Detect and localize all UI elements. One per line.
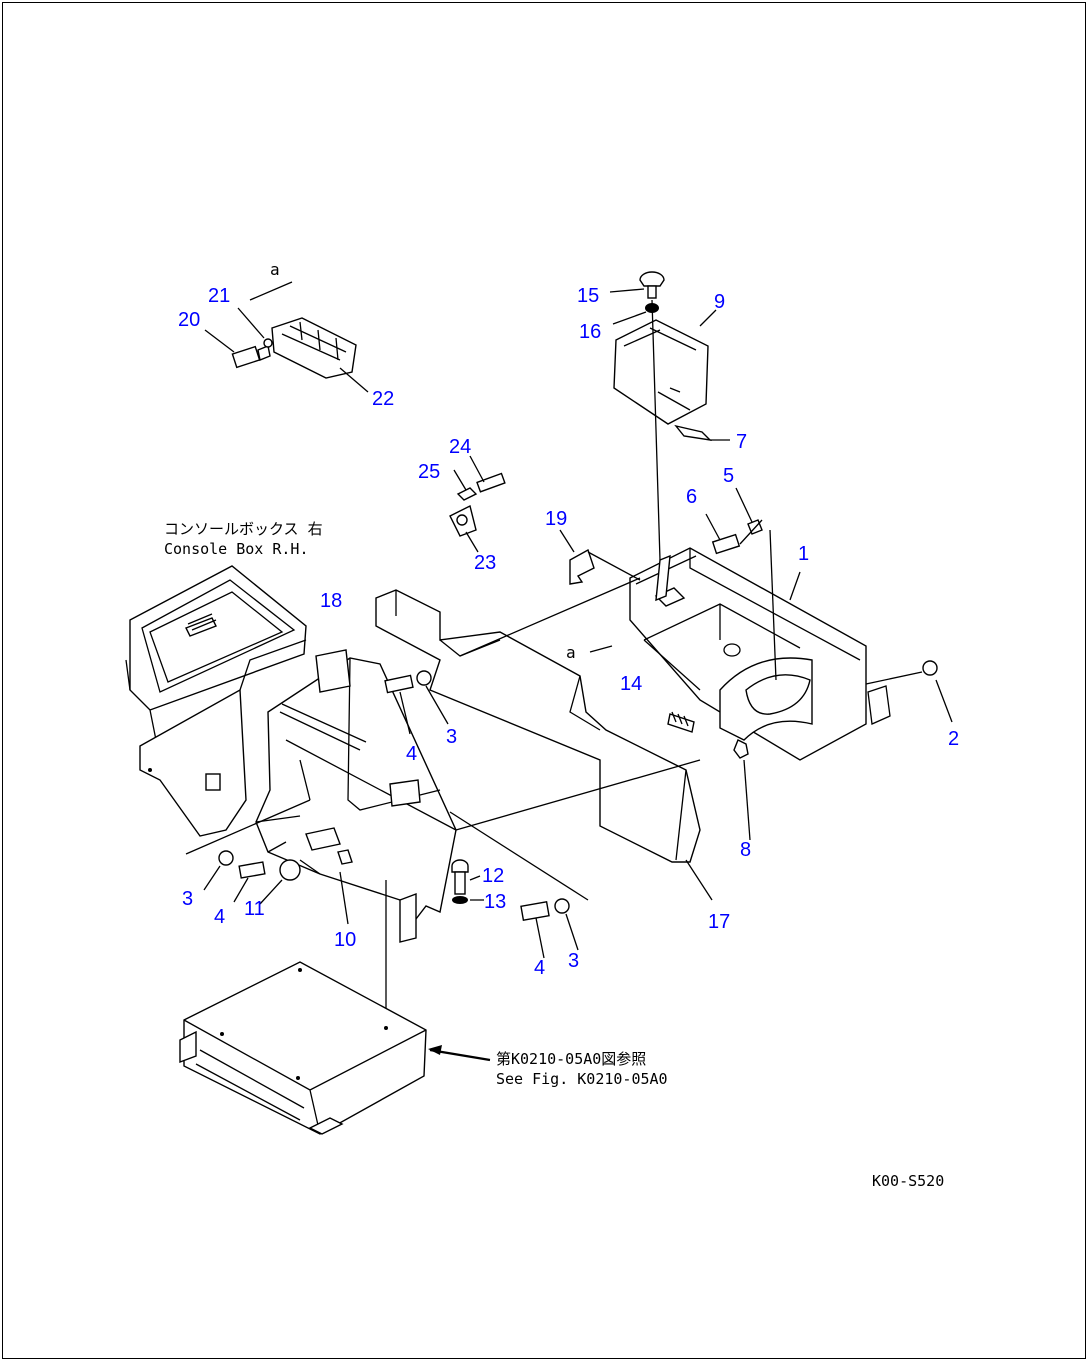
callout-13: 13 bbox=[484, 891, 506, 913]
callout-22: 22 bbox=[372, 388, 394, 410]
top-cover-assembly bbox=[609, 271, 730, 442]
callout-5: 5 bbox=[723, 465, 734, 487]
callout-1: 1 bbox=[798, 543, 809, 565]
figure-code: K00-S520 bbox=[872, 1172, 944, 1190]
callout-3-upper: 3 bbox=[446, 726, 457, 748]
callout-2: 2 bbox=[948, 728, 959, 750]
front-panel-10 bbox=[185, 649, 701, 1030]
callout-18: 18 bbox=[320, 590, 342, 612]
callout-4-left: 4 bbox=[214, 906, 225, 928]
callout-23: 23 bbox=[474, 552, 496, 574]
console-box-note-jp: コンソールボックス 右 bbox=[164, 520, 323, 538]
callout-11: 11 bbox=[244, 898, 265, 920]
fasteners bbox=[203, 670, 579, 959]
marker-a-top: a bbox=[270, 260, 280, 279]
marker-a-mid: a bbox=[566, 643, 576, 662]
callout-19: 19 bbox=[545, 508, 567, 530]
callout-6: 6 bbox=[686, 486, 697, 508]
side-rail-17 bbox=[375, 577, 713, 901]
console-box-rh bbox=[125, 565, 307, 837]
callout-16: 16 bbox=[579, 321, 601, 343]
callout-3-right: 3 bbox=[568, 950, 579, 972]
callout-25: 25 bbox=[418, 461, 440, 483]
see-fig-note-jp: 第K0210-05A0図参照 bbox=[496, 1050, 646, 1068]
callout-14: 14 bbox=[620, 673, 642, 695]
clamp-assembly bbox=[449, 455, 506, 553]
callout-4-right: 4 bbox=[534, 957, 545, 979]
main-console-frame: a bbox=[559, 299, 953, 841]
callout-10: 10 bbox=[334, 929, 356, 951]
callout-24: 24 bbox=[449, 436, 471, 458]
callout-7: 7 bbox=[736, 431, 747, 453]
callout-12: 12 bbox=[482, 865, 504, 887]
callout-9: 9 bbox=[714, 291, 725, 313]
callout-20: 20 bbox=[178, 309, 200, 331]
callout-8: 8 bbox=[740, 839, 751, 861]
controller-box bbox=[179, 961, 491, 1135]
see-fig-note-en: See Fig. K0210-05A0 bbox=[496, 1070, 668, 1088]
bracket-assembly: a bbox=[204, 260, 369, 393]
console-box-note-en: Console Box R.H. bbox=[164, 540, 309, 558]
callout-17: 17 bbox=[708, 911, 730, 933]
callout-21: 21 bbox=[208, 285, 230, 307]
callout-3-left: 3 bbox=[182, 888, 193, 910]
callout-4-upper: 4 bbox=[406, 743, 417, 765]
callout-15: 15 bbox=[577, 285, 599, 307]
